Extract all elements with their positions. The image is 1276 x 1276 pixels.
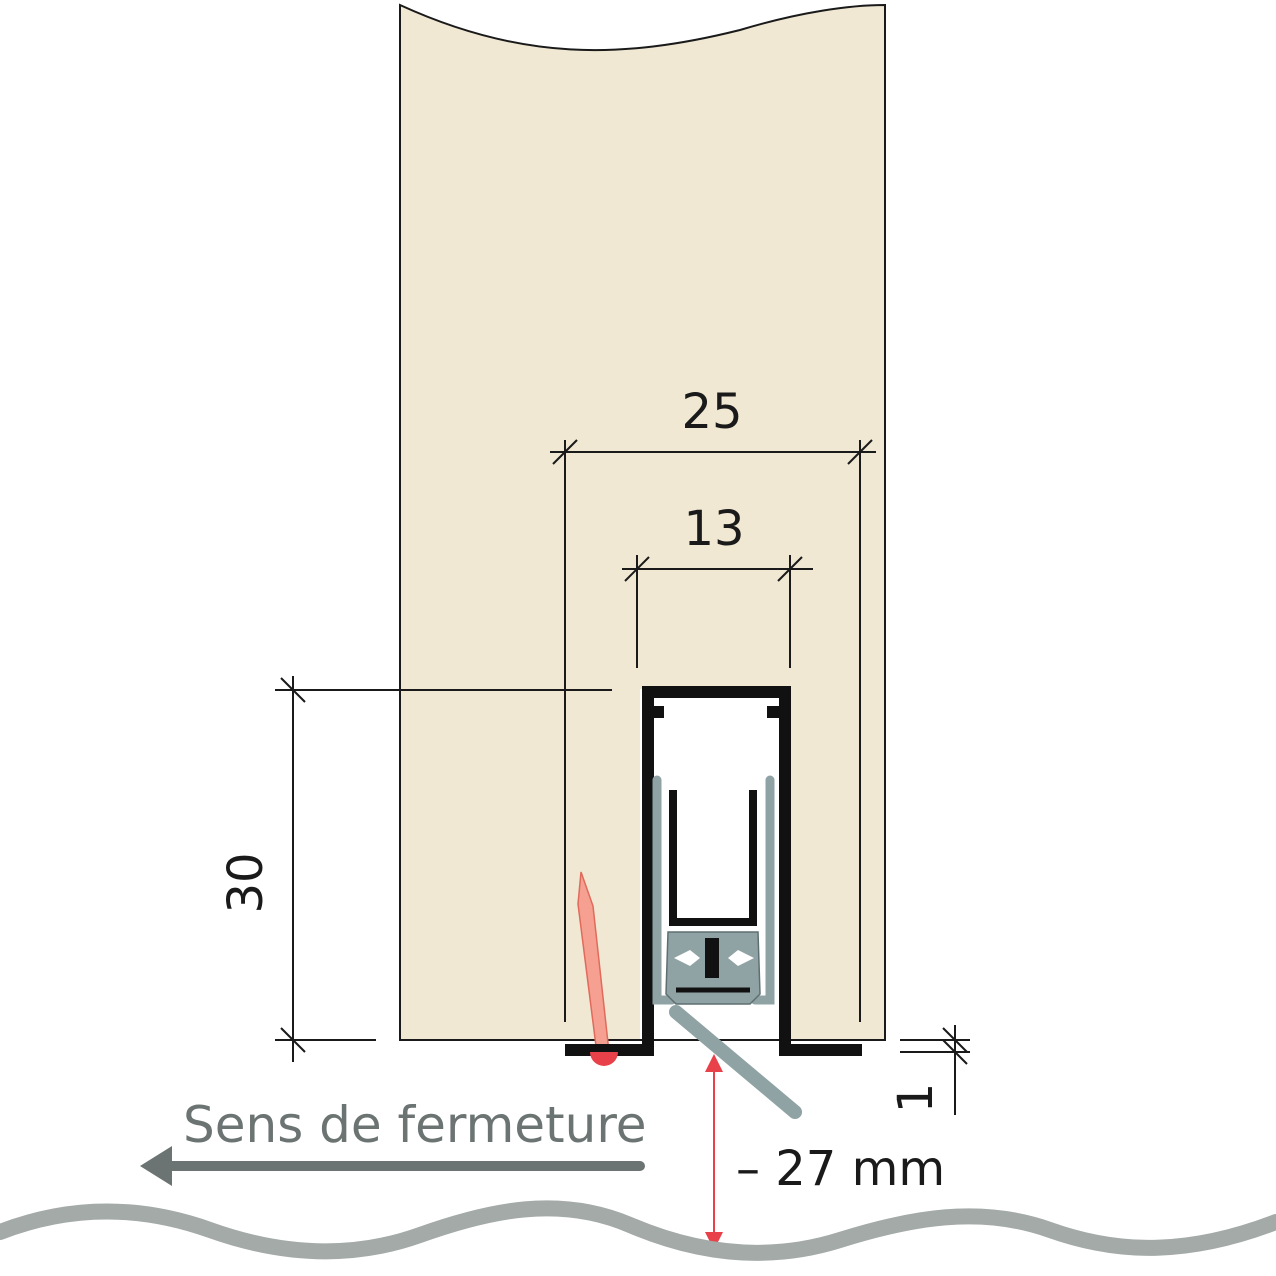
- profile-housing-outline: [565, 686, 862, 1056]
- dimension-13-label: 13: [683, 501, 744, 557]
- seal-diamond-left: [674, 950, 700, 966]
- red-marker-dot: [590, 1052, 618, 1066]
- floor-wave: [0, 1200, 1276, 1261]
- seal-sweep-lip: [669, 1005, 802, 1119]
- closing-direction-label: Sens de fermeture: [183, 1096, 647, 1154]
- drop-dimension-label: – 27 mm: [736, 1141, 945, 1197]
- seal-assembly: [652, 775, 802, 1119]
- dimension-1-label: 1: [888, 1083, 944, 1114]
- seal-carrier-left: [652, 775, 677, 1005]
- drop-arrow-head-down: [705, 1232, 723, 1250]
- dimension-1: 1: [888, 1025, 970, 1115]
- dimension-30: 30: [218, 676, 612, 1062]
- drop-dimension: – 27 mm: [705, 1054, 945, 1250]
- dimension-13: 13: [622, 501, 813, 582]
- closing-direction: Sens de fermeture: [140, 1096, 647, 1186]
- profile-lip-right: [767, 706, 779, 718]
- dimension-25: 25: [550, 384, 876, 465]
- dimension-30-label: 30: [218, 852, 274, 913]
- closing-direction-arrow-icon: [140, 1146, 172, 1186]
- profile-lip-left: [652, 706, 664, 718]
- seal-carrier-right: [750, 775, 775, 1005]
- seal-inner-channel: [669, 790, 757, 926]
- seal-diamond-right: [728, 950, 754, 966]
- dimension-25-label: 25: [681, 384, 742, 440]
- drop-arrow-head-up: [705, 1054, 723, 1072]
- seal-center-slot: [705, 938, 719, 978]
